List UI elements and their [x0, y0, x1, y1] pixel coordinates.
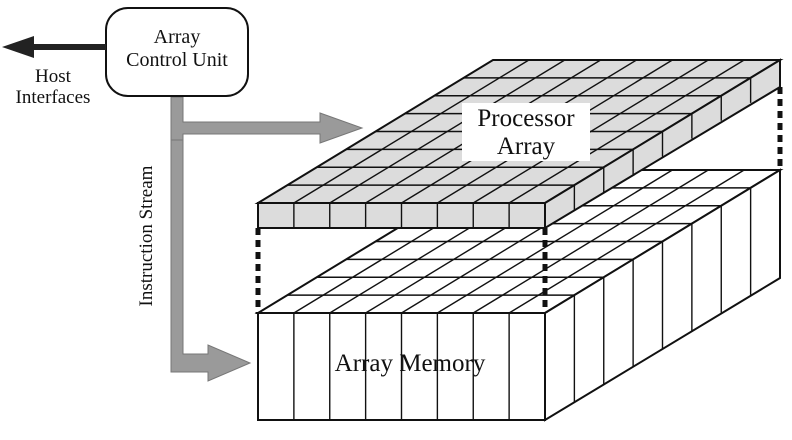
control-unit-box: [105, 7, 249, 97]
host-interface-arrow: [2, 36, 106, 58]
host-interfaces-label-line2: Interfaces: [16, 87, 91, 108]
array-memory-label: Array Memory: [335, 350, 486, 377]
instruction-stream-label: Instruction Stream: [136, 165, 157, 306]
host-arrow-head: [2, 36, 34, 58]
memory-cell-lines: [287, 169, 752, 420]
instruction-arrow-upper: [170, 96, 364, 144]
processor-array-slab: Processor Array: [254, 58, 784, 230]
processor-array-label-line2: Array: [497, 133, 556, 160]
host-interfaces-label-line1: Host: [35, 66, 72, 87]
array-control-unit: Array Control Unit: [105, 7, 249, 97]
instruction-arrow-lower: [170, 139, 252, 382]
processor-label-backdrop: [462, 103, 590, 161]
instruction-stream-arrows: [170, 96, 364, 382]
connector-pillars: [255, 87, 783, 313]
control-unit-label-line1: Array: [154, 26, 201, 48]
array-memory-block: Array Memory: [254, 168, 784, 422]
processor-array-label-line1: Processor: [477, 105, 575, 132]
control-unit-label-line2: Control Unit: [126, 49, 228, 71]
